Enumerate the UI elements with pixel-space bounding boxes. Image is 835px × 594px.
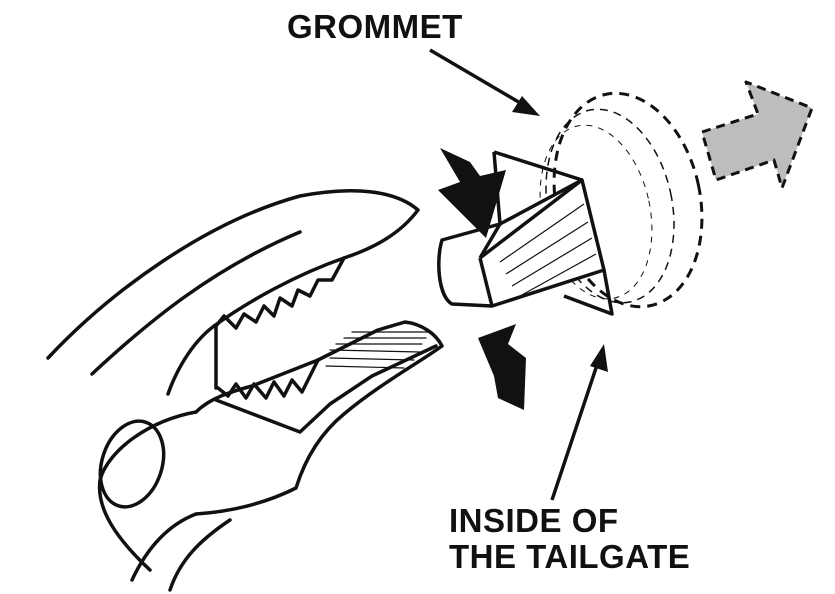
pliers-lower-jaw-inner xyxy=(214,344,438,434)
tailgate-label-line-2: THE TAILGATE xyxy=(449,538,691,575)
squeeze-arrow-bottom xyxy=(478,324,526,410)
pliers-lower-teeth xyxy=(216,358,320,400)
pull-arrow-icon xyxy=(700,80,814,190)
grommet-stem-face xyxy=(478,178,584,307)
grommet-label: GROMMET xyxy=(287,8,463,45)
pliers-pivot xyxy=(98,419,166,509)
callout-leaders xyxy=(429,48,608,501)
tailgate-label-line-1: INSIDE OF xyxy=(449,502,619,539)
grommet-leader-arrowhead xyxy=(512,96,540,116)
pliers-upper-handle-edge xyxy=(90,230,302,376)
grommet-rim-outer xyxy=(552,91,704,309)
pliers-upper-teeth xyxy=(214,256,346,330)
pliers-jaw-hatching xyxy=(325,331,429,369)
grommet-leader-line xyxy=(429,48,523,106)
pliers-lower-jaw-outline xyxy=(194,320,444,516)
squeeze-arrow-top xyxy=(438,148,506,238)
tailgate-leader-line xyxy=(550,361,600,501)
pliers-upper-jaw-outline xyxy=(46,188,420,396)
grommet-stem-ribs xyxy=(499,203,597,297)
grommet-stem xyxy=(437,150,614,316)
tailgate-label: INSIDE OF THE TAILGATE xyxy=(449,503,690,575)
pliers-lower-handle xyxy=(97,410,232,592)
grommet-stem-body xyxy=(437,178,606,308)
grommet-rim-inner xyxy=(539,124,653,300)
tailgate-leader-arrowhead xyxy=(590,344,608,372)
pliers-icon xyxy=(46,188,444,592)
